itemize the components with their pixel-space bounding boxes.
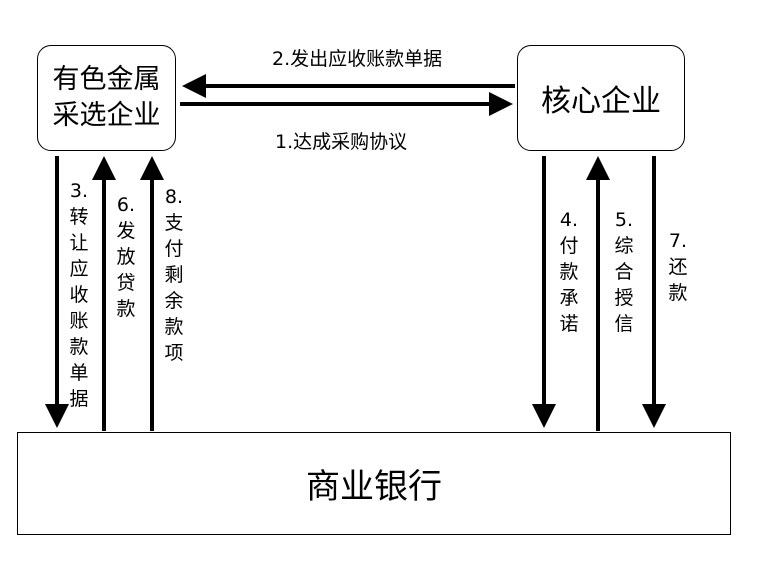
flow-label-6: 6. 发 放 贷 款	[116, 194, 136, 320]
flow-label-1: 1.达成采购协议	[275, 131, 408, 153]
flow-label-8: 8. 支 付 剩 余 款 项	[164, 186, 184, 364]
flow-label-2: 2.发出应收账款单据	[272, 48, 443, 70]
flow-label-5: 5. 综 合 授 信	[614, 209, 634, 335]
flow-label-4: 4. 付 款 承 诺	[559, 209, 579, 335]
flow-label-3: 3. 转 让 应 收 账 款 单 据	[69, 180, 89, 410]
supplier-node: 有色金属 采选企业	[37, 45, 176, 151]
core-enterprise-node: 核心企业	[517, 45, 685, 151]
flow-label-7: 7. 还 款	[668, 230, 688, 304]
bank-node: 商业银行	[17, 432, 731, 535]
